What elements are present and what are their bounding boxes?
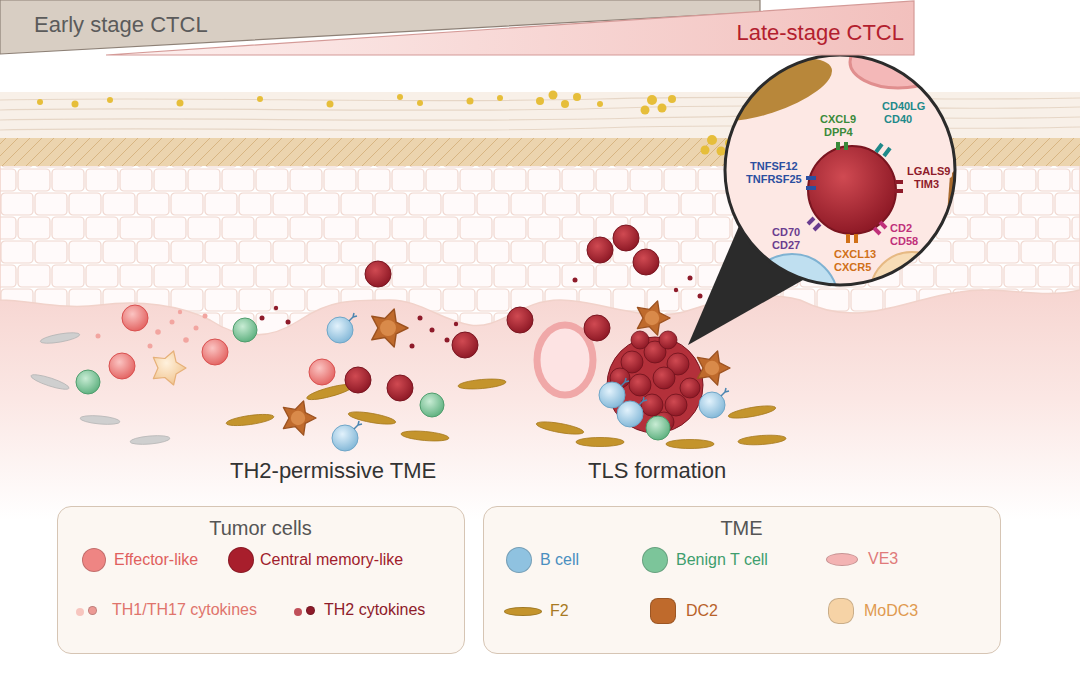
cytokine-dot [76, 608, 84, 616]
legend-swatch [504, 607, 542, 616]
legend-text: Benign T cell [676, 551, 768, 569]
legend-panel: Tumor cells [57, 506, 465, 654]
gene-label: CD2 [888, 222, 914, 235]
gene-label: CD27 [770, 239, 802, 252]
cytokine-dot [294, 608, 302, 616]
gene-label: LGALS9 [905, 165, 952, 178]
legend-text: MoDC3 [864, 602, 918, 620]
legend-swatch [228, 547, 254, 573]
legend-swatch [828, 598, 854, 624]
gene-label: CD40LG [880, 100, 927, 113]
stage-caption: TH2-permissive TME [230, 458, 436, 483]
legend-text: VE3 [868, 550, 898, 568]
legend-text: Effector-like [114, 551, 198, 569]
gene-label: TIM3 [912, 178, 941, 191]
gene-label: CD70 [770, 226, 802, 239]
legend-swatch [642, 547, 668, 573]
gene-label: CD58 [888, 235, 920, 248]
stage-caption: TLS formation [588, 458, 726, 483]
gene-label: TNFSF12 [748, 160, 800, 173]
stage-label: Early stage CTCL [34, 12, 208, 37]
gene-label: TNFRSF25 [744, 173, 804, 186]
gene-label: CXCR5 [832, 261, 873, 274]
legend-swatch [88, 606, 97, 615]
band-fill [106, 1, 914, 55]
stage-band: Late-stage CTCL [106, 0, 918, 56]
legend-swatch [82, 548, 106, 572]
panel-heading: Tumor cells [209, 517, 312, 540]
gene-label: DPP4 [822, 126, 855, 139]
legend-swatch [506, 547, 532, 573]
legend-text: TH1/TH17 cytokines [112, 601, 257, 619]
legend-panel: TME [483, 506, 1001, 654]
gene-label: CXCL13 [832, 248, 878, 261]
legend-text: Central memory-like [260, 551, 403, 569]
legend-text: F2 [550, 602, 569, 620]
legend-text: TH2 cytokines [324, 601, 425, 619]
legend-swatch [306, 606, 315, 615]
panel-heading: TME [720, 517, 762, 540]
legend-swatch [826, 553, 858, 566]
legend-text: B cell [540, 551, 579, 569]
gene-label: CXCL9 [818, 113, 858, 126]
legend-swatch [650, 598, 676, 624]
gene-label: CD40 [882, 113, 914, 126]
stage-label: Late-stage CTCL [736, 20, 904, 45]
legend-text: DC2 [686, 602, 718, 620]
